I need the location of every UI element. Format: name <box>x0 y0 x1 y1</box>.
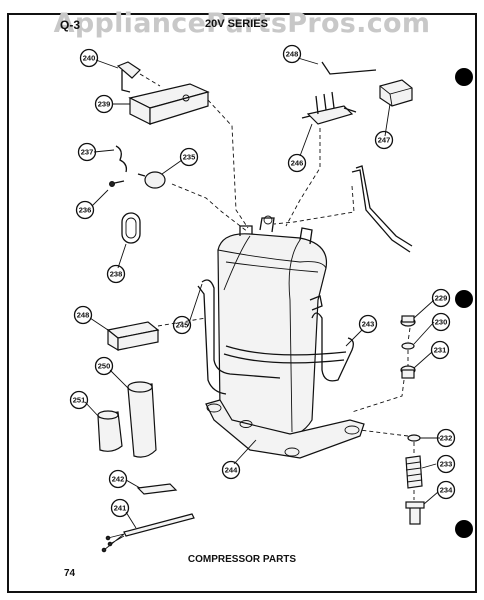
callout-247: 247 <box>374 130 394 150</box>
svg-text:235: 235 <box>183 153 196 162</box>
binder-hole-middle <box>455 290 473 308</box>
valve-coil <box>379 79 413 107</box>
compressor-body <box>205 215 365 459</box>
page-number: 74 <box>64 568 76 579</box>
svg-text:236: 236 <box>79 206 92 215</box>
svg-text:240: 240 <box>83 54 96 63</box>
terminal-gasket <box>121 212 141 244</box>
compressor-bracket-right <box>223 312 354 382</box>
svg-text:233: 233 <box>440 460 453 469</box>
callout-246: 246 <box>287 153 307 173</box>
capacitor-small <box>97 410 123 452</box>
svg-text:238: 238 <box>110 270 123 279</box>
callout-250: 250 <box>94 356 114 376</box>
callout-233: 233 <box>436 454 456 474</box>
callout-242: 242 <box>108 469 128 489</box>
section-code: Q-3 <box>60 18 81 32</box>
binder-hole-top <box>455 68 473 86</box>
callout-245: 245 <box>172 315 192 335</box>
leader-lines <box>84 57 440 529</box>
callout-251: 251 <box>69 390 89 410</box>
svg-text:247: 247 <box>378 136 391 145</box>
svg-text:250: 250 <box>98 362 111 371</box>
svg-text:244: 244 <box>225 466 238 475</box>
tube-top <box>321 61 377 75</box>
callout-232: 232 <box>436 428 456 448</box>
svg-text:239: 239 <box>98 100 111 109</box>
callout-237: 237 <box>77 142 97 162</box>
callout-230: 230 <box>431 312 451 332</box>
callout-234: 234 <box>436 480 456 500</box>
svg-text:245: 245 <box>176 321 189 330</box>
callout-236: 236 <box>75 200 95 220</box>
compressor-bracket-left <box>197 279 281 395</box>
svg-text:248: 248 <box>286 50 299 59</box>
svg-text:234: 234 <box>440 486 453 495</box>
svg-text:229: 229 <box>435 294 448 303</box>
capacitor <box>127 381 157 458</box>
svg-text:243: 243 <box>362 320 375 329</box>
svg-text:237: 237 <box>81 148 94 157</box>
binder-hole-bottom <box>455 520 473 538</box>
callout-238: 238 <box>106 264 126 284</box>
callout-239: 239 <box>94 94 114 114</box>
wire-harness <box>101 513 195 553</box>
overload-assembly <box>109 145 166 189</box>
relay-plate <box>136 483 178 495</box>
svg-text:231: 231 <box>434 346 447 355</box>
callout-229: 229 <box>431 288 451 308</box>
callout-235: 235 <box>179 147 199 167</box>
assembly-guide-lines <box>139 73 415 500</box>
svg-text:232: 232 <box>440 434 453 443</box>
svg-text:242: 242 <box>112 475 125 484</box>
discharge-tube <box>351 165 413 253</box>
callout-248-top: 248 <box>282 44 302 64</box>
callout-244: 244 <box>221 460 241 480</box>
terminal-cover-assembly <box>116 61 210 125</box>
svg-text:246: 246 <box>291 159 304 168</box>
series-label: 20V SERIES <box>205 18 268 30</box>
svg-text:241: 241 <box>114 504 127 513</box>
callout-248-left: 248 <box>73 305 93 325</box>
svg-text:251: 251 <box>73 396 86 405</box>
callout-231: 231 <box>430 340 450 360</box>
mounting-hardware <box>400 315 425 525</box>
figure-caption: COMPRESSOR PARTS <box>187 554 297 565</box>
svg-text:248: 248 <box>77 311 90 320</box>
callout-241: 241 <box>110 498 130 518</box>
callout-bubbles: 240 239 237 235 236 238 248 247 246 248 … <box>69 44 456 518</box>
valve-body <box>301 91 357 125</box>
svg-text:230: 230 <box>435 318 448 327</box>
callout-240: 240 <box>79 48 99 68</box>
page-border <box>7 13 477 593</box>
callout-243: 243 <box>358 314 378 334</box>
terminal-box <box>106 321 160 352</box>
